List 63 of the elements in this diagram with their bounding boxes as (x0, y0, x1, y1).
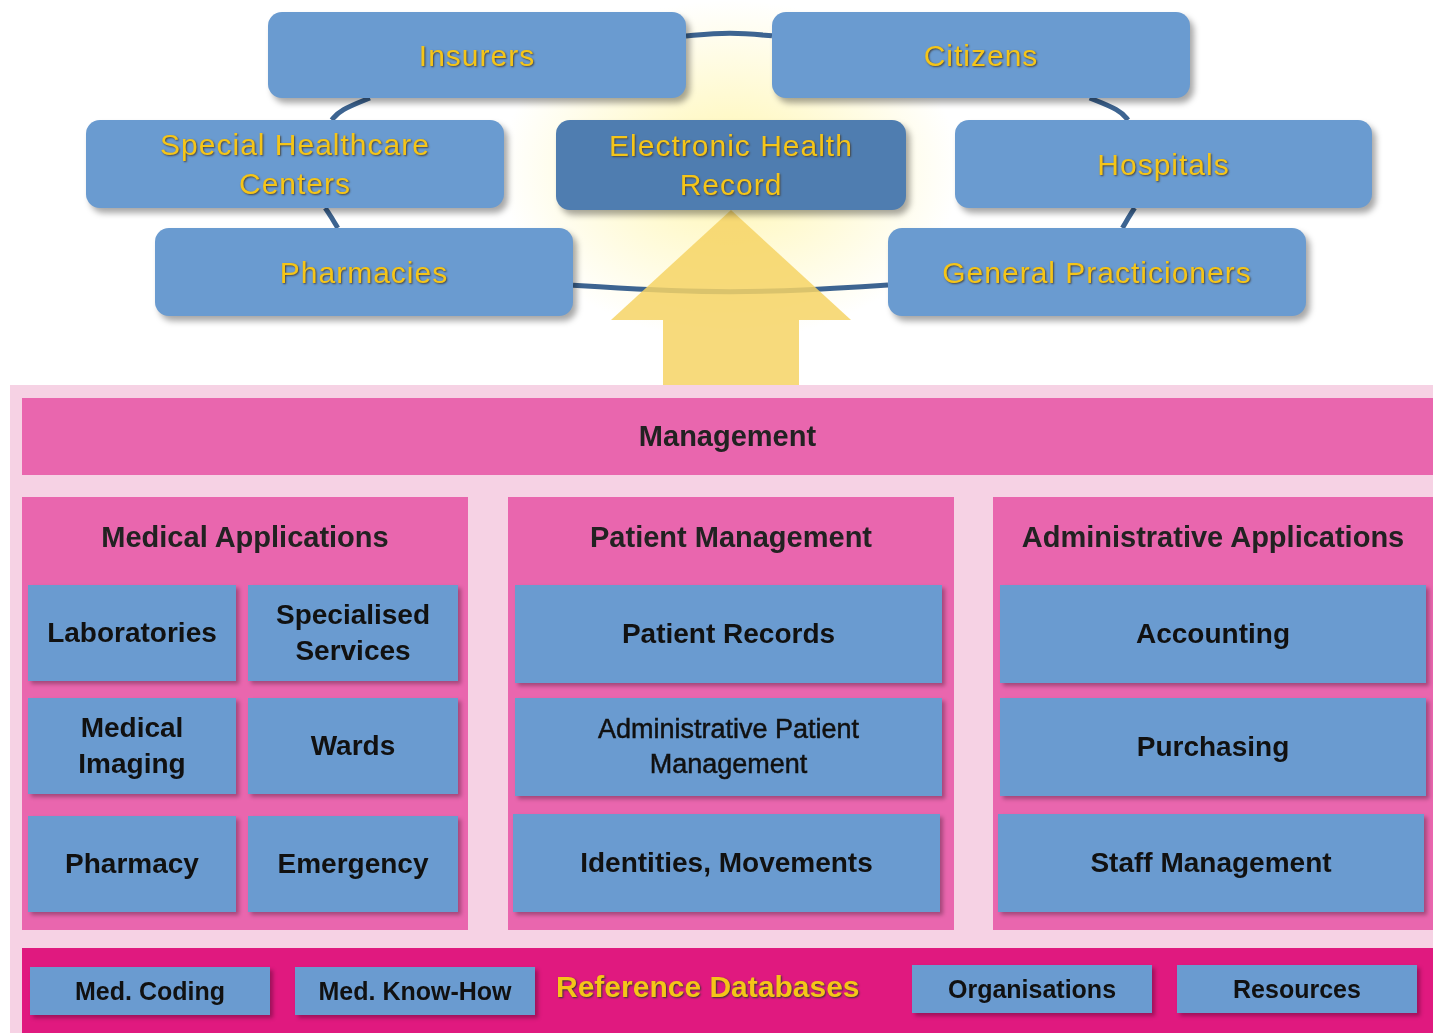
box-label: Medical Imaging (77, 710, 187, 781)
box-label: Wards (310, 728, 396, 763)
rounded-box (155, 228, 573, 316)
box-label: Staff Management (1090, 845, 1332, 880)
box-label: Organisations (947, 973, 1117, 1005)
box-label: Accounting (1136, 616, 1290, 651)
module-box (515, 698, 942, 796)
ring-connector (1120, 206, 1137, 230)
box-label: Citizens (923, 37, 1039, 74)
box-label: Laboratories (47, 615, 217, 650)
box-label: Specialised Services (274, 597, 432, 668)
ring-connector (323, 206, 340, 230)
box-label: Med. Coding (75, 975, 225, 1007)
ring-connector (1088, 95, 1130, 122)
management-bar (22, 398, 1433, 475)
rounded-box (888, 228, 1306, 316)
module-box (248, 585, 458, 681)
box-label: Electronic Health Record (608, 128, 854, 203)
system-panel (10, 385, 1433, 1033)
box-label: Identities, Movements (580, 845, 873, 880)
section-heading: Reference Databases (556, 970, 860, 1004)
module-box (28, 816, 236, 912)
module-box (912, 965, 1152, 1013)
column-panel (22, 497, 468, 930)
ring-connector (685, 30, 773, 39)
box-label: Med. Know-How (318, 975, 512, 1007)
module-box (513, 814, 940, 912)
module-box (30, 967, 270, 1015)
module-box (1000, 585, 1426, 683)
section-heading: Administrative Applications (1021, 521, 1405, 554)
section-heading: Medical Applications (101, 521, 389, 554)
box-label: Pharmacies (279, 254, 449, 291)
column-panel (508, 497, 954, 930)
module-box (515, 585, 942, 683)
column-panel (993, 497, 1433, 930)
box-label: Hospitals (1097, 146, 1230, 183)
rounded-box (268, 12, 686, 98)
module-box (248, 816, 458, 912)
box-label: Patient Records (621, 616, 836, 651)
box-label: Resources (1233, 973, 1361, 1005)
module-box (248, 698, 458, 794)
module-box (1177, 965, 1417, 1013)
module-box (998, 814, 1424, 912)
rounded-box (772, 12, 1190, 98)
module-box (28, 585, 236, 681)
reference-band (22, 948, 1433, 1033)
section-heading: Management (638, 420, 817, 453)
rounded-box (955, 120, 1372, 208)
box-label: Special Healthcare Centers (159, 127, 431, 202)
ring-connector (329, 95, 371, 122)
rounded-box (556, 120, 906, 210)
module-box (28, 698, 236, 794)
box-label: Purchasing (1136, 729, 1290, 764)
box-label: Administrative Patient Management (596, 712, 861, 781)
block-arrow (611, 210, 851, 385)
rounded-box (86, 120, 504, 208)
box-label: Emergency (277, 846, 429, 881)
box-label: Insurers (418, 37, 536, 74)
section-heading: Patient Management (590, 521, 872, 554)
module-box (1000, 698, 1426, 796)
box-label: Pharmacy (65, 846, 199, 881)
module-box (295, 967, 535, 1015)
box-label: General Practicioners (942, 254, 1252, 291)
